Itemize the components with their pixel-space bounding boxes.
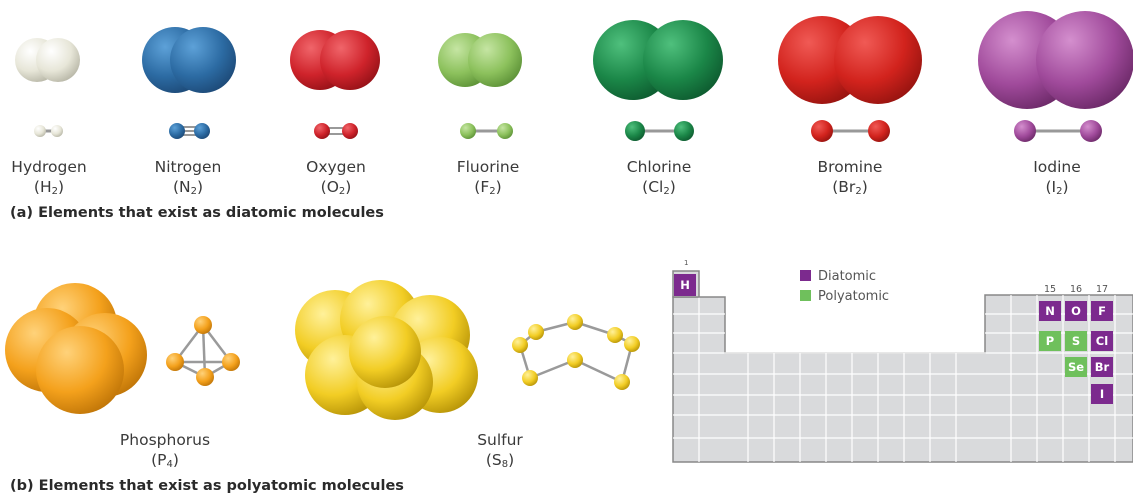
sulfur-space-filling-model (295, 280, 478, 420)
cell-phosphorus: P (1039, 331, 1061, 351)
cell-nitrogen: N (1039, 301, 1061, 321)
periodic-table-grid (673, 295, 1133, 462)
iodine-label: Iodine (I2) (1033, 158, 1081, 197)
legend-polyatomic: Polyatomic (800, 289, 889, 304)
bromine-space-filling-model (778, 16, 922, 104)
oxygen-label: Oxygen (O2) (306, 158, 366, 197)
cell-selenium: Se (1065, 357, 1087, 377)
iodine-space-filling-model (978, 11, 1133, 109)
cell-hydrogen: H (674, 274, 696, 296)
cell-iodine: I (1091, 384, 1113, 404)
group-number-16: 16 (1069, 284, 1083, 295)
legend-polyatomic-swatch (800, 290, 811, 301)
iodine-ball-stick-model (1014, 120, 1102, 142)
bromine-ball-stick-model (811, 120, 890, 142)
nitrogen-space-filling-model (142, 27, 236, 93)
chlorine-space-filling-model (593, 20, 723, 100)
hydrogen-label: Hydrogen (H2) (11, 158, 87, 197)
nitrogen-ball-stick-model (169, 123, 210, 139)
chlorine-ball-stick-model (625, 121, 694, 141)
sulfur-ball-stick-model (512, 314, 640, 390)
phosphorus-ball-stick-model (166, 316, 240, 386)
cell-oxygen: O (1065, 301, 1087, 321)
fluorine-space-filling-model (438, 33, 522, 87)
sulfur-label: Sulfur (S8) (477, 431, 523, 470)
phosphorus-label: Phosphorus (P4) (119, 431, 211, 470)
hydrogen-ball-stick-model (34, 125, 63, 137)
periodic-table-outline (672, 270, 1133, 463)
oxygen-ball-stick-model (314, 123, 358, 139)
group-number-15: 15 (1043, 284, 1057, 295)
cell-fluorine: F (1091, 301, 1113, 321)
fluorine-ball-stick-model (460, 123, 513, 139)
diatomic-caption: (a) Elements that exist as diatomic mole… (10, 205, 384, 221)
legend-diatomic-swatch (800, 270, 811, 281)
polyatomic-caption: (b) Elements that exist as polyatomic mo… (10, 478, 404, 494)
fluorine-label: Fluorine (F2) (456, 158, 520, 197)
cell-chlorine: Cl (1091, 331, 1113, 351)
group-number-17: 17 (1095, 284, 1109, 295)
chlorine-label: Chlorine (Cl2) (626, 158, 692, 197)
phosphorus-space-filling-model (5, 283, 147, 414)
polyatomic-molecules-figure (5, 280, 640, 420)
cell-sulfur: S (1065, 331, 1087, 351)
nitrogen-label: Nitrogen (N2) (154, 158, 222, 197)
cell-bromine: Br (1091, 357, 1113, 377)
diatomic-molecules-figure (15, 11, 1133, 142)
period-number: 1 (684, 259, 689, 267)
bromine-label: Bromine (Br2) (817, 158, 883, 197)
oxygen-space-filling-model (290, 30, 380, 90)
hydrogen-space-filling-model (15, 38, 80, 82)
legend-diatomic: Diatomic (800, 269, 876, 284)
